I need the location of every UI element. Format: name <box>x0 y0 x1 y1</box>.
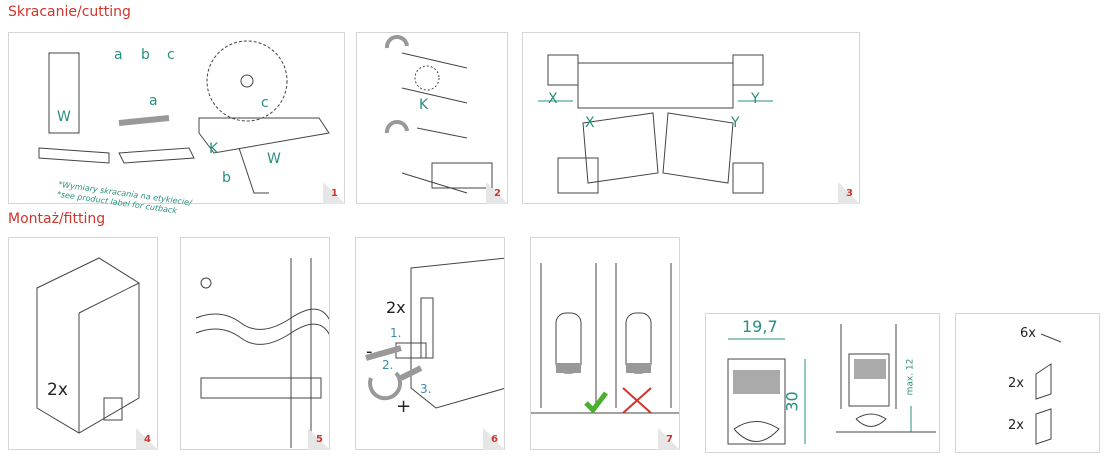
width-dimension: 19,7 <box>742 317 778 336</box>
label-c: c <box>167 47 175 63</box>
section-title-fitting: Montaż/fitting <box>8 211 106 227</box>
cutting-illustration <box>38 40 330 194</box>
label-x: X <box>548 91 558 107</box>
step-number: 2 <box>494 188 501 199</box>
bracket-quantity: 2x <box>1008 376 1024 391</box>
minus-sign: - <box>366 341 373 362</box>
label-k: K <box>419 97 429 113</box>
door-illustration <box>36 257 140 434</box>
step-number: 7 <box>666 434 673 445</box>
label-c-saw: c <box>261 95 269 111</box>
profile-cross-section <box>727 324 936 445</box>
step-3-label: 3. <box>420 382 432 396</box>
mount-illustration <box>365 257 504 409</box>
parts-panel: 6x 2x 2x <box>955 313 1100 453</box>
step-number: 6 <box>491 434 498 445</box>
step-1-label: 1. <box>390 326 402 340</box>
label-y: Y <box>751 91 760 107</box>
door-seal-illustration <box>195 258 329 448</box>
screws-quantity: 6x <box>1020 326 1036 341</box>
quantity-label: 2x <box>386 298 406 317</box>
label-a-arrow: a <box>149 93 158 109</box>
plus-sign: + <box>396 396 412 417</box>
step-6-panel: 2x 1. 2. 3. - + 6 <box>355 237 505 450</box>
parts-illustration <box>1035 333 1062 445</box>
step-number: 5 <box>316 434 323 445</box>
label-b: b <box>141 47 150 63</box>
label-w-door: W <box>57 109 71 125</box>
step-number: 4 <box>144 434 151 445</box>
offset-illustration <box>384 35 493 194</box>
max-gap-dimension: max. 12 <box>905 358 916 396</box>
measure-illustration <box>538 54 773 194</box>
dimensions-panel: 19,7 30 max. 12 <box>705 313 940 453</box>
cross-icon <box>622 387 652 414</box>
label-x-detail: X <box>585 115 595 131</box>
label-a: a <box>114 47 123 63</box>
step-number: 1 <box>331 188 338 199</box>
step-2-panel: K 2 <box>356 32 508 204</box>
label-b-cut: b <box>222 170 231 186</box>
label-y-detail: Y <box>731 115 740 131</box>
step-3-panel: X Y X Y 3 <box>522 32 860 204</box>
section-title-cutting: Skracanie/cutting <box>8 4 131 20</box>
step-2-label: 2. <box>382 358 394 372</box>
label-k: K <box>209 141 219 157</box>
step-7-panel: 7 <box>530 237 680 450</box>
step-4-panel: 2x 4 <box>8 237 158 450</box>
step-5-panel: 5 <box>180 237 330 450</box>
correct-incorrect-illustration <box>531 263 679 414</box>
cap-quantity: 2x <box>1008 418 1024 433</box>
quantity-label: 2x <box>47 380 68 400</box>
label-w: W <box>267 151 281 167</box>
height-dimension: 30 <box>782 391 802 412</box>
step-1-panel: a b c a c b W W K *Wymiary skracania na … <box>8 32 345 215</box>
check-icon <box>584 391 608 414</box>
step-number: 3 <box>846 188 853 199</box>
